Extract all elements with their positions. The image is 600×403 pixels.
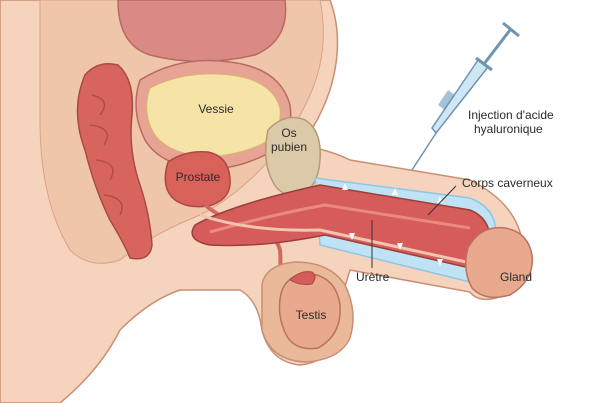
epididymis [289, 271, 316, 285]
syringe [411, 21, 520, 171]
label-prostate: Prostate [175, 170, 221, 184]
urethra [199, 213, 481, 267]
pubic-bone [265, 116, 321, 197]
leader-lines [371, 185, 457, 268]
upper-organ [117, 0, 287, 63]
label-testis: Testis [295, 308, 327, 322]
label-vessie: Vessie [198, 102, 234, 116]
bladder [146, 73, 281, 157]
label-injection-line2: hyaluronique [474, 122, 543, 136]
label-injection-line1: Injection d'acide [468, 108, 554, 122]
label-urethre: Urètre [356, 270, 390, 284]
label-os-pubien-text: Os pubien [270, 126, 308, 154]
corpus-stripe [209, 203, 471, 234]
label-corps-caverneux: Corps caverneux [462, 176, 553, 190]
label-gland: Gland [500, 270, 533, 284]
rectum-folds [89, 94, 123, 216]
label-os-pubien: Os pubien [262, 126, 316, 154]
rectum [76, 63, 153, 260]
prostate [164, 150, 231, 208]
glans [465, 226, 534, 299]
